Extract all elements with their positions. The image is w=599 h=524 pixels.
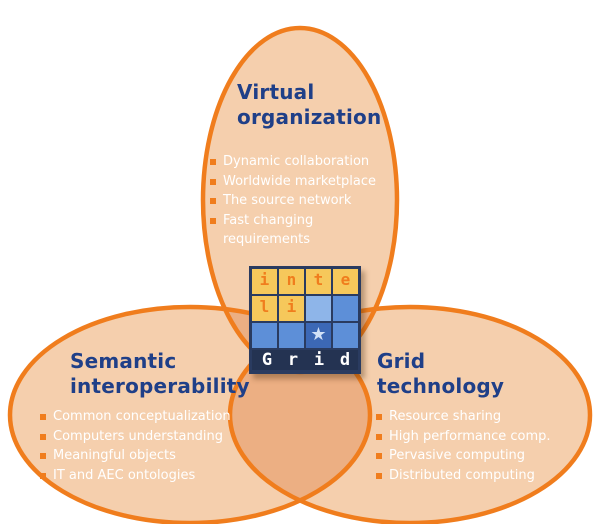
logo-word-letter: G	[261, 350, 273, 370]
logo-cell	[333, 296, 358, 321]
logo-letter-n: n	[279, 269, 304, 294]
logo-letter-t: t	[306, 269, 331, 294]
list-item: Computers understanding	[38, 427, 231, 447]
list-item: Resource sharing	[374, 407, 551, 427]
logo-letter-i-second: i	[279, 296, 304, 321]
logo-word-letter: i	[313, 350, 325, 370]
list-item: High performance comp.	[374, 427, 551, 447]
list-item: Common conceptualization	[38, 407, 231, 427]
logo-word-letter: r	[287, 350, 299, 370]
logo-word-letter: d	[339, 350, 351, 370]
list-item: Worldwide marketplace	[208, 172, 376, 192]
star-icon: ★	[306, 323, 331, 348]
logo-letter-e: e	[333, 269, 358, 294]
grid-technology-title-line2: technology	[377, 374, 505, 398]
list-item: Fast changing	[208, 211, 376, 231]
virtual-organization-title-line2: organization	[237, 105, 382, 129]
virtual-organization-list: Dynamic collaboration Worldwide marketpl…	[208, 152, 376, 250]
logo-cell	[279, 323, 304, 348]
list-item: Distributed computing	[374, 466, 551, 486]
semantic-interoperability-title-line2: interoperability	[70, 374, 250, 398]
logo-letter-i: i	[252, 269, 277, 294]
list-item: IT and AEC ontologies	[38, 466, 231, 486]
logo-cell	[252, 323, 277, 348]
list-item: Pervasive computing	[374, 446, 551, 466]
logo-word-grid: G r i d	[252, 350, 358, 370]
semantic-interoperability-title-line1: Semantic	[70, 349, 177, 373]
list-item-continuation: requirements	[223, 232, 310, 247]
grid-technology-title-line1: Grid	[377, 349, 426, 373]
intelligrid-logo: i n t e l i ★ G r i d	[249, 266, 361, 374]
virtual-organization-title-line1: Virtual	[237, 80, 315, 104]
list-item: The source network	[208, 191, 376, 211]
list-item: Dynamic collaboration	[208, 152, 376, 172]
logo-cell	[306, 296, 331, 321]
logo-cell	[333, 323, 358, 348]
logo-letter-l: l	[252, 296, 277, 321]
list-item: Meaningful objects	[38, 446, 231, 466]
semantic-interoperability-list: Common conceptualization Computers under…	[38, 407, 231, 485]
grid-technology-list: Resource sharing High performance comp. …	[374, 407, 551, 485]
